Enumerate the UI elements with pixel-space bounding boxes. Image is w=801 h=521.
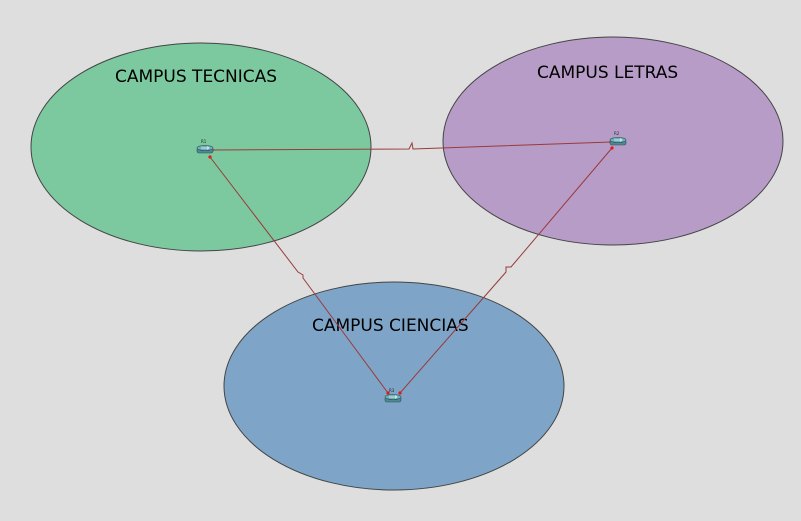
campus-area-ciencias: CAMPUS CIENCIAS (223, 281, 565, 491)
router-tecnicas[interactable]: R1 (196, 139, 214, 154)
serial-link-letras-ciencias[interactable] (399, 147, 613, 394)
campus-label-tecnicas: CAMPUS TECNICAS (115, 67, 277, 87)
router-tag: R3 (389, 388, 395, 393)
port-indicator (208, 155, 212, 159)
port-indicator (610, 146, 614, 150)
router-icon (196, 145, 214, 154)
port-indicator (398, 391, 402, 395)
serial-link-tecnicas-letras[interactable] (211, 141, 612, 151)
campus-label-letras: CAMPUS LETRAS (537, 63, 678, 83)
router-letras[interactable]: R2 (609, 131, 627, 146)
serial-links (209, 141, 613, 394)
campus-ellipse-ciencias (223, 281, 565, 491)
router-icon (384, 394, 402, 403)
router-icon (609, 137, 627, 146)
port-indicator (386, 391, 390, 395)
campus-label-ciencias: CAMPUS CIENCIAS (312, 316, 469, 336)
serial-link-tecnicas-ciencias[interactable] (209, 156, 389, 394)
router-tag: R2 (614, 131, 620, 136)
router-tag: R1 (201, 139, 207, 144)
router-ciencias[interactable]: R3 (384, 388, 402, 403)
